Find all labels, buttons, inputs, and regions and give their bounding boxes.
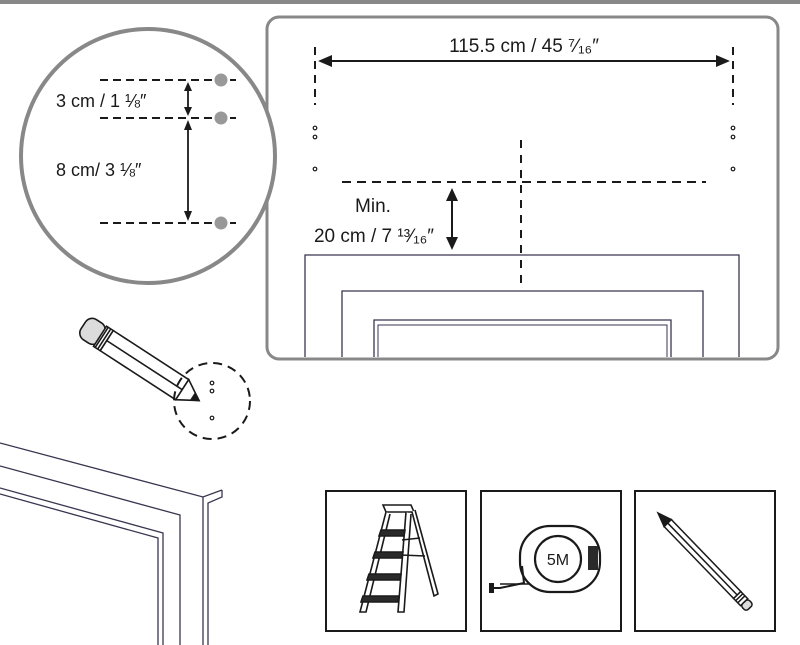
main-panel-frame xyxy=(265,15,780,361)
gap-bottom-arrow-down xyxy=(184,211,192,221)
tape-measure-icon: 5M xyxy=(489,524,602,594)
tool-box-pencil xyxy=(634,490,776,632)
door-panel-outer xyxy=(373,319,672,357)
min-arrow-top xyxy=(446,188,458,201)
gap-top-label: 3 cm / 1 ⅛″ xyxy=(56,91,147,111)
door-frame-outer xyxy=(304,254,740,357)
pencil-icon xyxy=(656,511,753,611)
width-arrow-right xyxy=(716,55,730,67)
min-arrow-bottom xyxy=(446,237,458,250)
main-panel: 115.5 cm / 45 ⁷⁄₁₆″ Min. 20 cm / 7 ¹³⁄₁₆… xyxy=(265,15,780,361)
tool-box-ladder xyxy=(325,490,467,632)
gap-bottom-arrow-up xyxy=(184,120,192,130)
bottom-hole-dot xyxy=(214,216,228,230)
width-label: 115.5 cm / 45 ⁷⁄₁₆″ xyxy=(449,36,599,57)
door-opening-outer xyxy=(0,487,164,645)
door-casing-inner xyxy=(0,465,181,645)
tape-measure-label: 5M xyxy=(547,552,569,569)
ladder-box-frame xyxy=(325,490,467,632)
min-label: Min. xyxy=(355,196,391,217)
top-frame-border xyxy=(0,0,800,4)
pencil-marking-illustration xyxy=(78,317,251,440)
left-mounting-holes xyxy=(312,125,318,172)
door-frame-top-edge xyxy=(0,442,223,498)
middle-hole-dot xyxy=(214,111,228,125)
marking-pencil-icon xyxy=(78,317,201,402)
gap-bottom-label: 8 cm/ 3 ⅛″ xyxy=(56,160,142,180)
right-mounting-holes xyxy=(730,125,736,172)
gap-top-arrow-down xyxy=(184,107,192,116)
top-hole-dot xyxy=(214,73,228,87)
tool-box-tape-measure: 5M xyxy=(480,490,622,632)
door-frame-depth xyxy=(207,490,223,645)
marked-holes xyxy=(209,380,215,421)
gap-top-arrow-up xyxy=(184,82,192,91)
door-corner-illustration xyxy=(0,442,223,645)
door-opening-inner xyxy=(0,493,159,645)
min-value-label: 20 cm / 7 ¹³⁄₁₆″ xyxy=(314,226,434,247)
marking-detail-circle xyxy=(173,362,251,440)
door-panel-inner xyxy=(377,324,668,357)
door-frame-inner xyxy=(341,290,704,357)
detail-circle: 3 cm / 1 ⅛″ 8 cm/ 3 ⅛″ xyxy=(19,27,277,285)
width-arrow-left xyxy=(318,55,332,67)
detail-circle-frame xyxy=(19,27,277,285)
step-ladder-icon xyxy=(358,504,439,613)
